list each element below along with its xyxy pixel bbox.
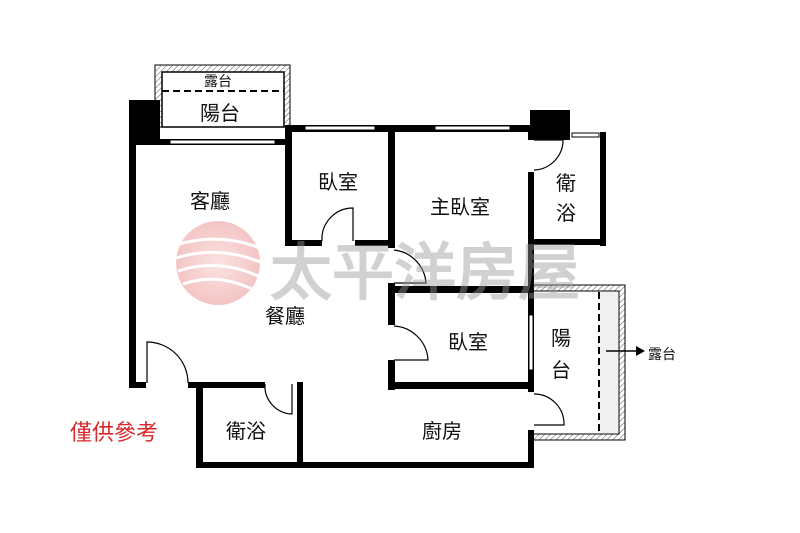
label-bedroom-1: 臥室 [318, 170, 358, 194]
label-terrace-right: 露台 [648, 347, 676, 363]
arrow-head-icon [636, 346, 645, 356]
label-balcony-right-1: 陽 [551, 326, 571, 350]
doors [146, 139, 565, 430]
label-kitchen: 廚房 [422, 419, 462, 443]
label-living-room: 客廳 [190, 189, 230, 213]
label-balcony-right-2: 台 [551, 358, 571, 382]
top-balcony [154, 64, 291, 128]
label-balcony-top: 陽台 [200, 101, 240, 125]
label-terrace-top: 露台 [204, 74, 232, 90]
label-master-bedroom: 主臥室 [430, 195, 490, 219]
watermark-logo [175, 221, 261, 305]
label-bathroom-master-1: 衛 [556, 171, 576, 195]
label-bedroom-2: 臥室 [448, 330, 488, 354]
label-bathroom-master-2: 浴 [556, 201, 576, 225]
label-bathroom-main: 衛浴 [226, 419, 266, 443]
watermark-text: 太平洋房屋 [270, 236, 580, 309]
windows [169, 125, 600, 371]
label-dining-room: 餐廳 [265, 304, 305, 328]
reference-note: 僅供參考 [70, 421, 158, 446]
